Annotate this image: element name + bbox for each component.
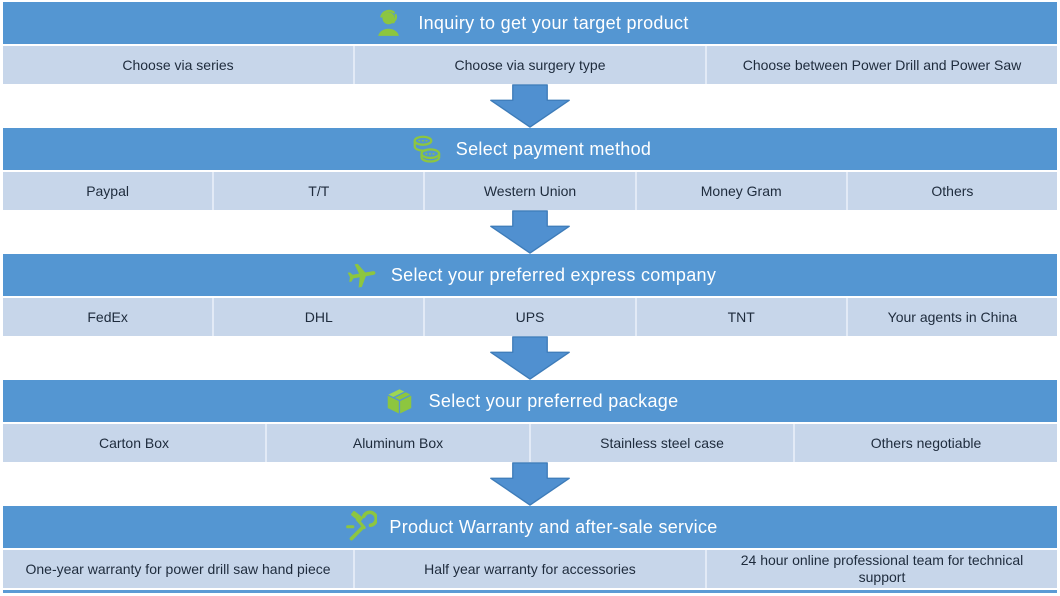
flow-arrow-down [3, 84, 1057, 128]
option-inquiry-2: Choose via surgery type [353, 46, 705, 84]
option-payment-5: Others [845, 172, 1057, 210]
options-row-inquiry: Choose via series Choose via surgery type… [3, 46, 1057, 84]
section-title: Product Warranty and after-sale service [389, 516, 718, 537]
option-package-1: Carton Box [98, 434, 170, 451]
option-express-1: FedEx [87, 308, 128, 325]
option-payment-4: Money Gram [634, 172, 846, 210]
coins-icon [409, 131, 445, 167]
option-express-5: Your agents in China [845, 298, 1057, 336]
package-box-icon [382, 383, 418, 419]
option-express-2: DHL [212, 298, 423, 336]
option-express-3: UPS [423, 298, 634, 336]
flow-arrow-down [3, 336, 1057, 380]
option-inquiry-1: Choose via series [122, 56, 234, 73]
flow-arrow-down [3, 210, 1057, 254]
option-package-3: Stainless steel case [529, 424, 793, 462]
section-header-payment: Select payment method [3, 128, 1057, 170]
airplane-icon [344, 257, 380, 293]
option-warranty-1: One-year warranty for power drill saw ha… [25, 560, 331, 577]
bottom-accent-bar [3, 590, 1057, 593]
flow-arrow-down [3, 462, 1057, 506]
section-title: Select payment method [455, 138, 652, 159]
option-payment-1: Paypal [86, 182, 129, 199]
option-express-4: TNT [634, 298, 846, 336]
tools-warranty-icon [342, 509, 378, 545]
section-title: Inquiry to get your target product [418, 12, 689, 33]
option-warranty-3: 24 hour online professional team for tec… [705, 550, 1057, 588]
section-header-warranty: Product Warranty and after-sale service [3, 506, 1057, 548]
option-payment-2: T/T [212, 172, 423, 210]
section-header-package: Select your preferred package [3, 380, 1057, 422]
section-title: Select your preferred express company [390, 264, 717, 285]
support-agent-icon [371, 5, 407, 41]
option-payment-3: Western Union [423, 172, 634, 210]
section-title: Select your preferred package [428, 390, 679, 411]
option-package-4: Others negotiable [793, 424, 1057, 462]
options-row-warranty: One-year warranty for power drill saw ha… [3, 550, 1057, 588]
section-header-inquiry: Inquiry to get your target product [3, 2, 1057, 44]
option-package-2: Aluminum Box [265, 424, 529, 462]
option-warranty-2: Half year warranty for accessories [353, 550, 705, 588]
option-inquiry-3: Choose between Power Drill and Power Saw [705, 46, 1057, 84]
section-header-express: Select your preferred express company [3, 254, 1057, 296]
